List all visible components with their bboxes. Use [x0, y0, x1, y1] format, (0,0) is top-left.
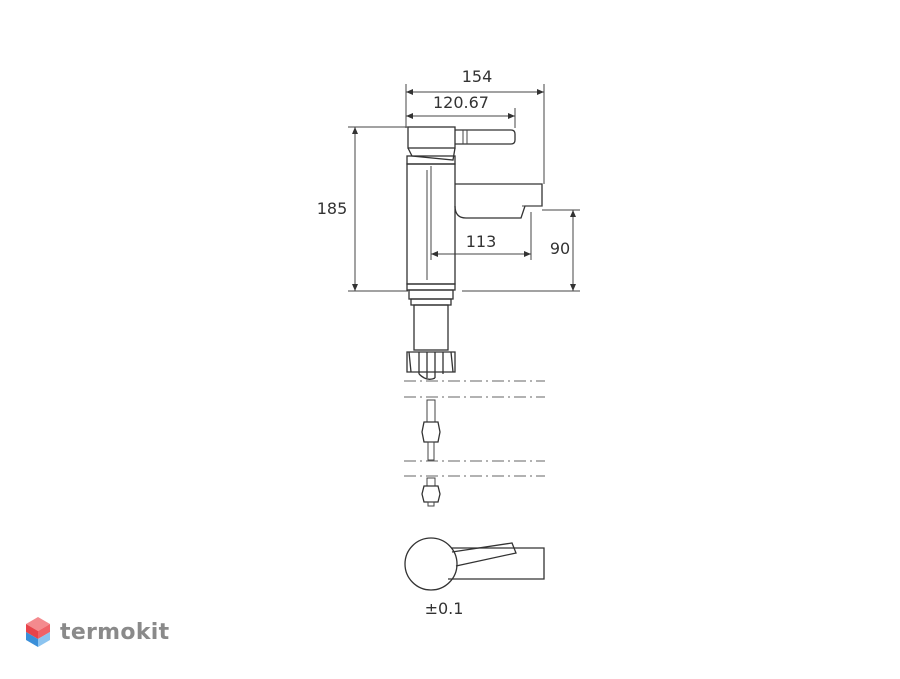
- faucet-side-view: [404, 126, 545, 507]
- dimension-overall-width: 154: [405, 67, 545, 184]
- flexible-hose-fittings: [421, 399, 441, 507]
- dimension-label-overall-width: 154: [462, 67, 493, 86]
- dimension-spout-reach: 113: [430, 166, 532, 260]
- dimension-label-spout-height: 90: [550, 239, 570, 258]
- dimension-spout-height: 90: [462, 209, 580, 292]
- dimension-lever-width: 120.67: [406, 93, 516, 128]
- dimension-label-lever-width: 120.67: [433, 93, 489, 112]
- brand-watermark: termokit: [24, 612, 169, 652]
- dimension-label-spout-reach: 113: [466, 232, 497, 251]
- dimension-label-height: 185: [317, 199, 348, 218]
- brand-name: termokit: [60, 619, 170, 645]
- dimension-height: 185: [317, 126, 408, 292]
- faucet-top-view: ±0.1: [404, 537, 545, 618]
- tolerance-label: ±0.1: [425, 599, 464, 618]
- termokit-logo-icon: [26, 617, 50, 647]
